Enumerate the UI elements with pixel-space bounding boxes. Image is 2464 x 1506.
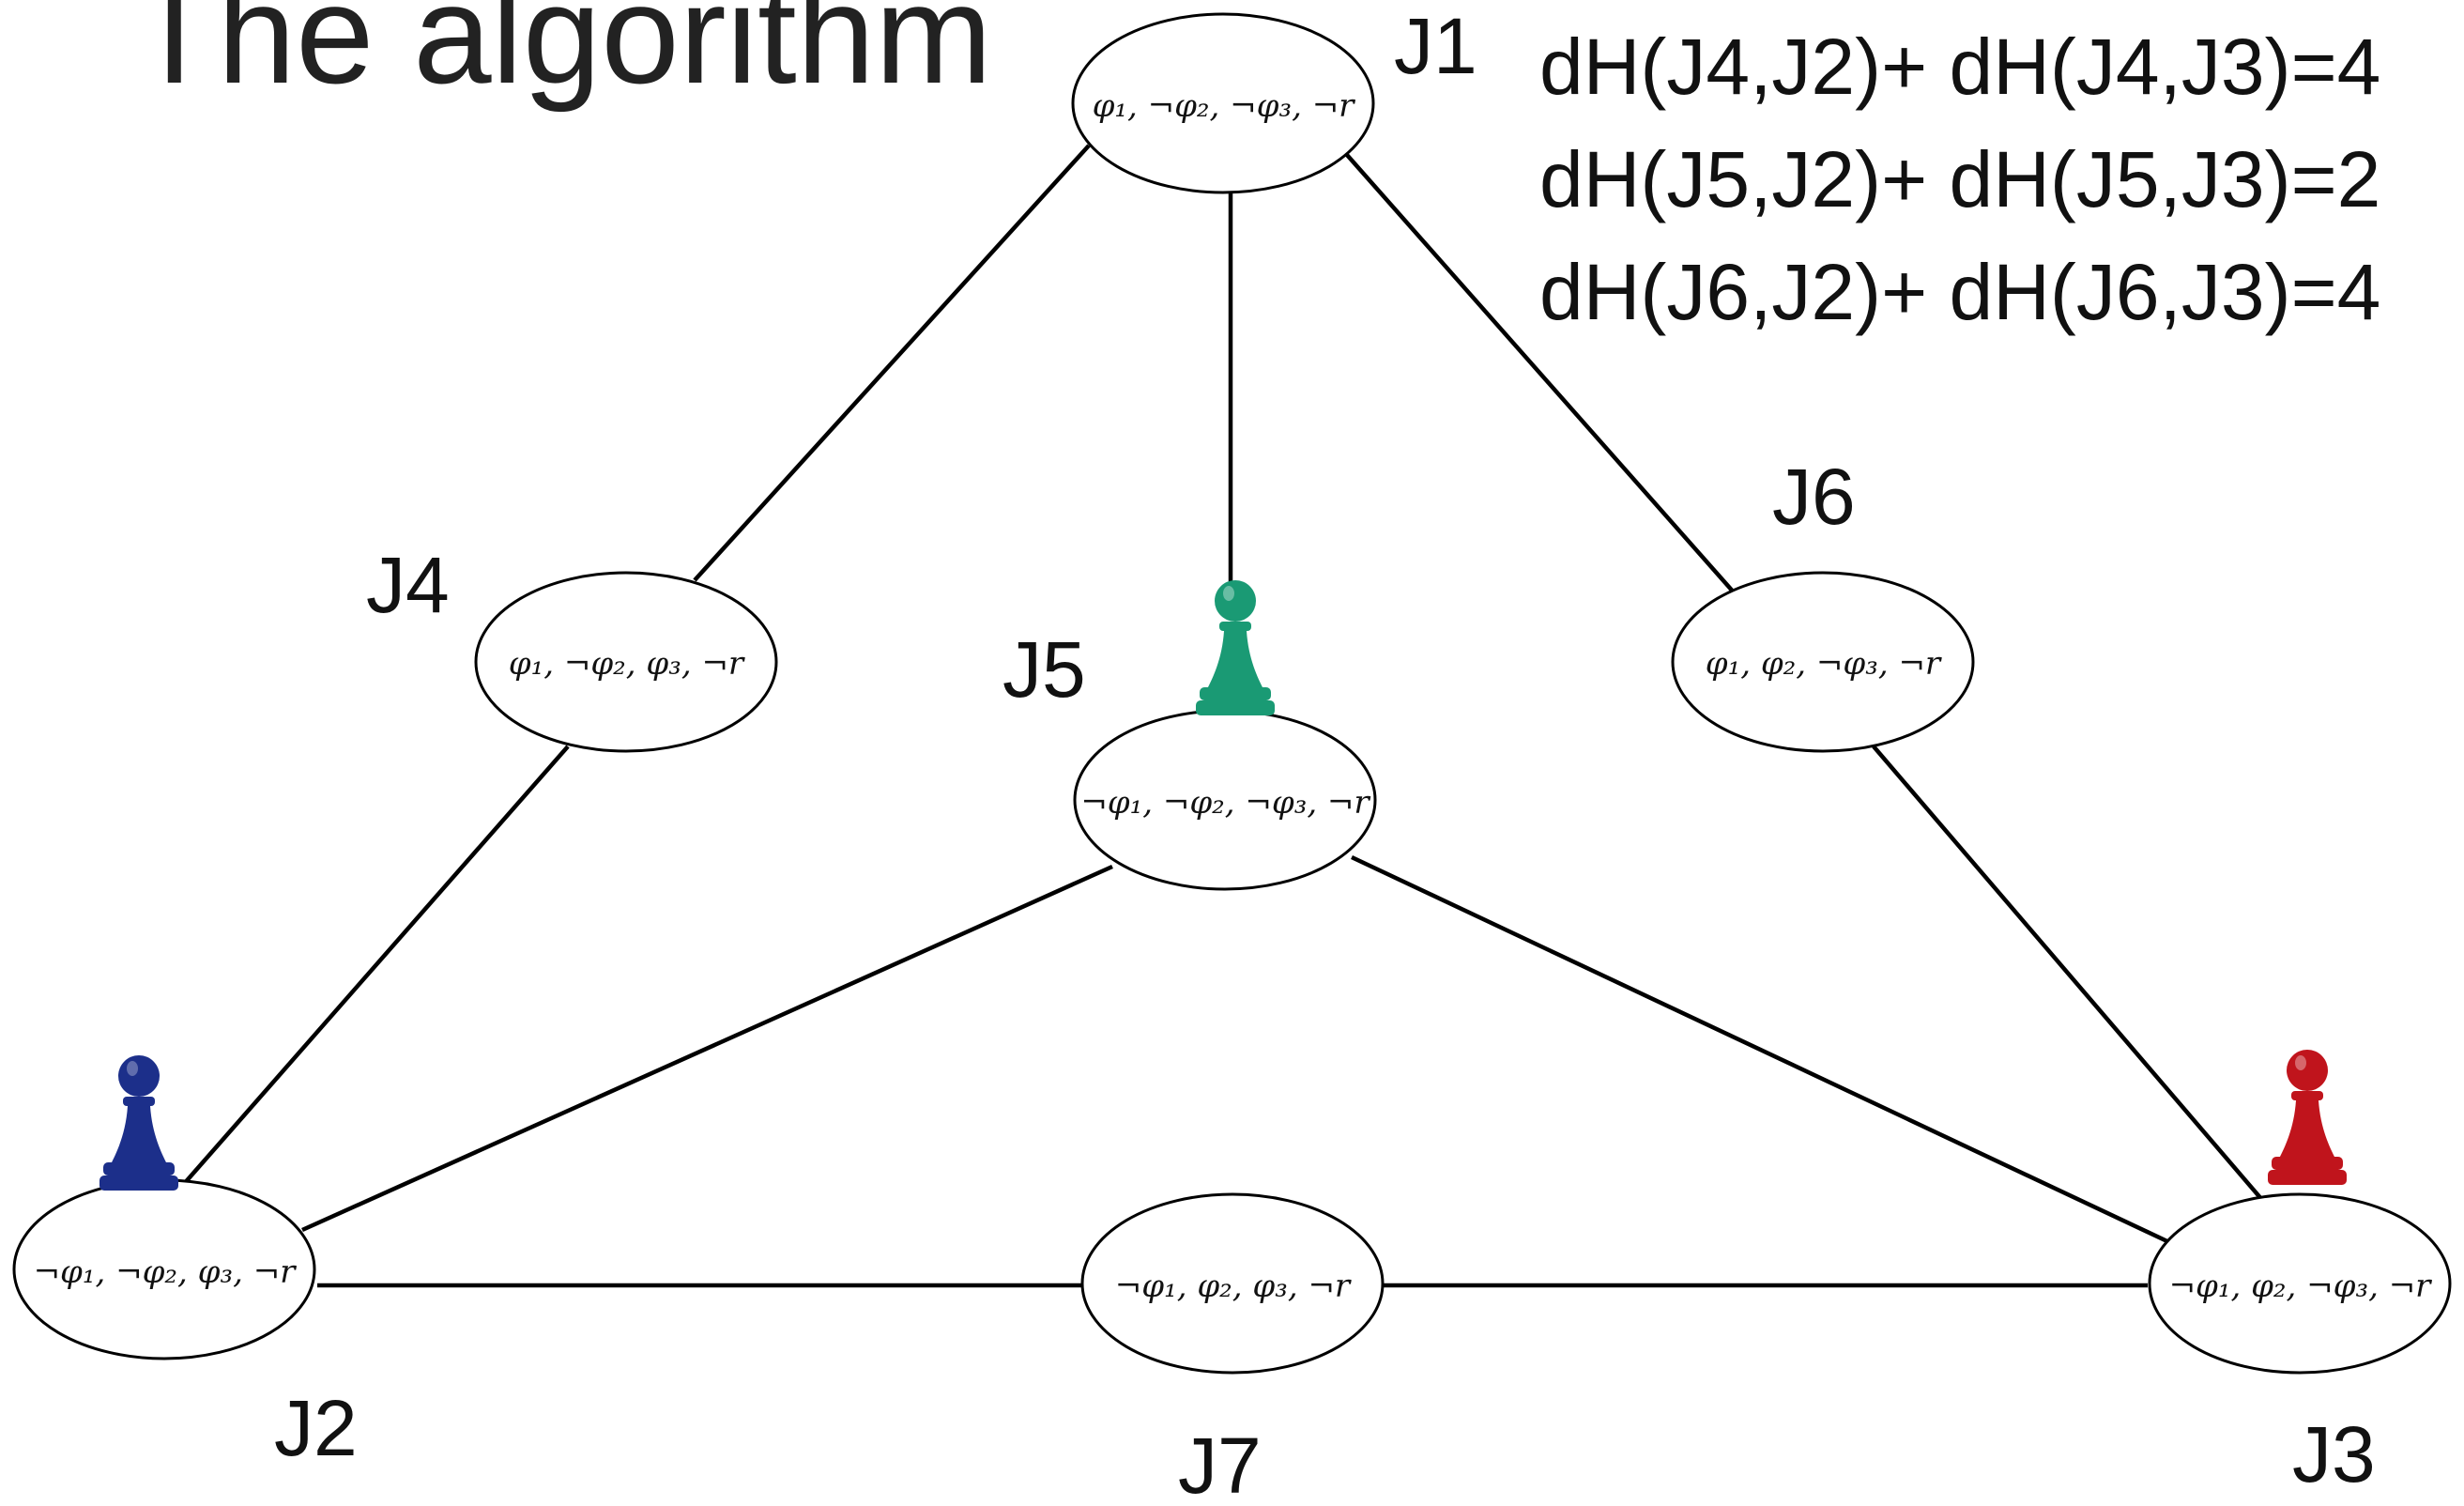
node-j5: ¬φ₁, ¬φ₂, ¬φ₃, ¬r J5 (1002, 625, 1377, 891)
node-j6: φ₁, φ₂, ¬φ₃, ¬r J6 (1671, 453, 1975, 753)
node-j1-formula: φ₁, ¬φ₂, ¬φ₃, ¬r (1093, 87, 1356, 125)
node-j7-formula: ¬φ₁, φ₂, φ₃, ¬r (1115, 1268, 1352, 1305)
node-j3-ellipse (2148, 1192, 2452, 1375)
edge-j5-j2 (301, 864, 1113, 1233)
node-j4-label: J4 (366, 541, 450, 629)
node-j6-formula: φ₁, φ₂, ¬φ₃, ¬r (1706, 645, 1942, 683)
node-j6-label: J6 (1772, 453, 1856, 541)
node-j3: ¬φ₁, φ₂, ¬φ₃, ¬r J3 (2148, 1192, 2452, 1498)
node-j5-formula: ¬φ₁, ¬φ₂, ¬φ₃, ¬r (1080, 784, 1370, 822)
edge-j5-j3 (1351, 854, 2172, 1246)
pawn-green-icon (1196, 580, 1275, 715)
edge-j1-j4 (693, 144, 1091, 582)
slide-title: The algorithm (131, 0, 992, 113)
node-j4-formula: φ₁, ¬φ₂, φ₃, ¬r (509, 645, 745, 683)
node-j3-formula: ¬φ₁, φ₂, ¬φ₃, ¬r (2169, 1268, 2433, 1305)
node-j2-formula: ¬φ₁, ¬φ₂, φ₃, ¬r (34, 1253, 298, 1291)
edge-j4-j2 (181, 745, 570, 1187)
pawn-red-icon (2268, 1050, 2347, 1185)
node-j7-ellipse (1080, 1192, 1385, 1375)
node-j6-ellipse (1671, 571, 1975, 753)
distance-line-j4: dH(J4,J2)+ dH(J4,J3)=4 (1539, 23, 2380, 111)
node-j3-label: J3 (2292, 1410, 2376, 1498)
node-j7-label: J7 (1178, 1421, 1262, 1506)
node-j4-ellipse (474, 571, 778, 753)
node-j1-ellipse (1071, 12, 1375, 194)
node-j2-label: J2 (274, 1384, 358, 1472)
node-j5-label: J5 (1002, 625, 1086, 714)
pawn-blue-icon (99, 1055, 178, 1191)
graph-edges (181, 144, 2264, 1288)
edge-j6-j3 (1872, 745, 2264, 1202)
node-j1-label: J1 (1394, 2, 1477, 90)
distance-line-j5: dH(J5,J2)+ dH(J5,J3)=2 (1539, 135, 2380, 223)
node-j7: ¬φ₁, φ₂, φ₃, ¬r J7 (1080, 1192, 1385, 1506)
node-j1: φ₁, ¬φ₂, ¬φ₃, ¬r J1 (1071, 2, 1477, 194)
distance-line-j6: dH(J6,J2)+ dH(J6,J3)=4 (1539, 248, 2380, 336)
edge-j1-j6 (1345, 153, 1737, 595)
node-j2: ¬φ₁, ¬φ₂, φ₃, ¬r J2 (12, 1178, 358, 1472)
node-j4: φ₁, ¬φ₂, φ₃, ¬r J4 (366, 541, 778, 753)
